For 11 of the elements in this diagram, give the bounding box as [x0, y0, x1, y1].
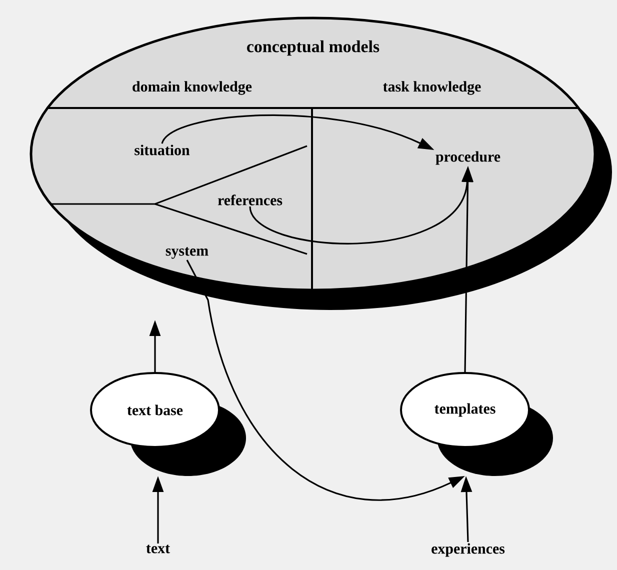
ellipse-node: templates — [400, 372, 530, 448]
node-label: procedure — [436, 151, 500, 165]
node-label: references — [218, 194, 282, 206]
region-heading: conceptual models — [247, 40, 380, 56]
region-heading: domain knowledge — [132, 81, 252, 95]
node-label: situation — [134, 144, 190, 156]
region-heading: task knowledge — [383, 81, 481, 95]
node-label: text — [146, 544, 170, 554]
node-label: system — [166, 247, 208, 259]
ellipse-node: text base — [90, 372, 220, 448]
node-label: experiences — [432, 543, 505, 557]
